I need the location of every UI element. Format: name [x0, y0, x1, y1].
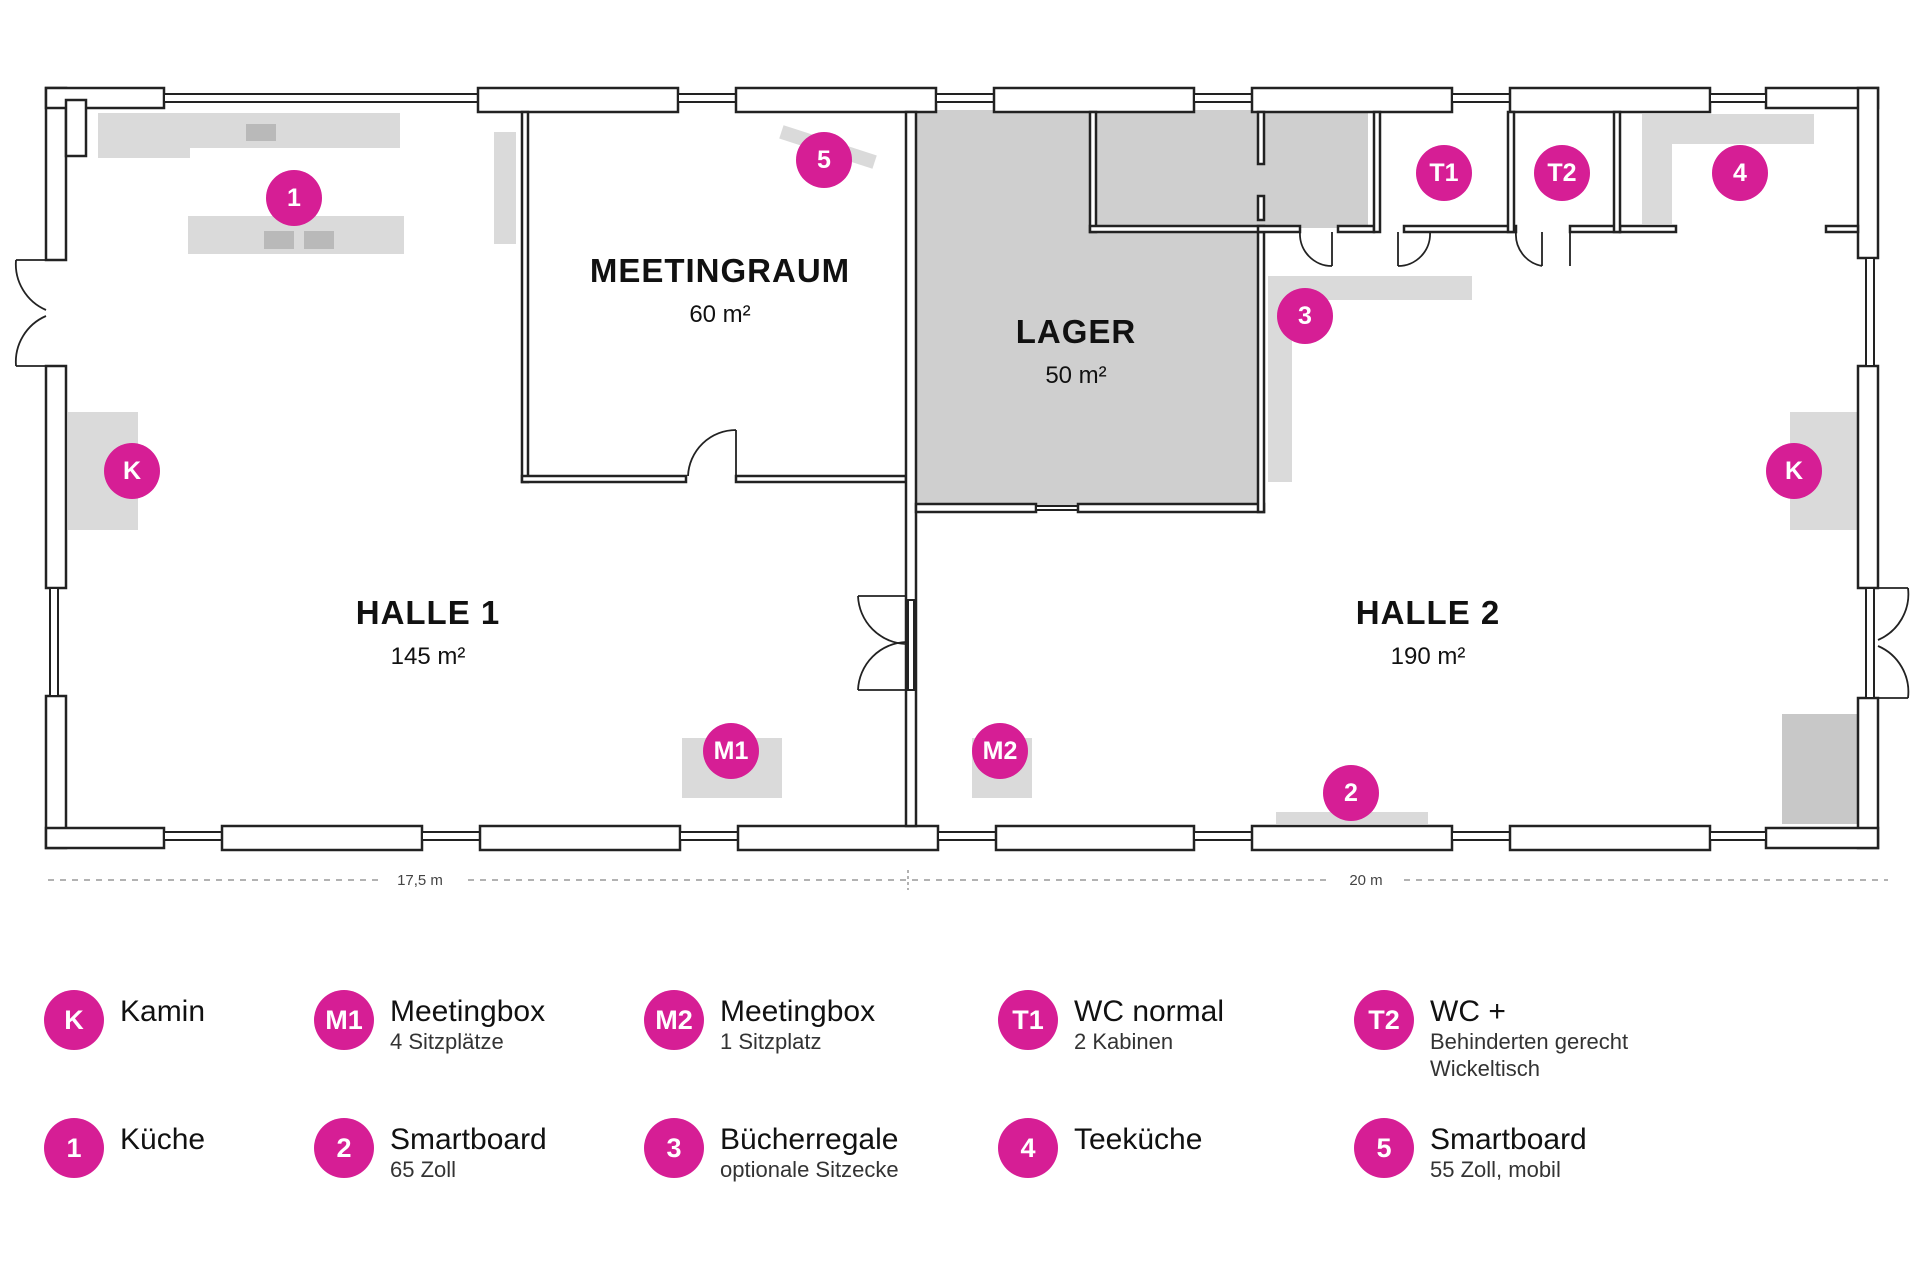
interior-walls [520, 110, 1860, 828]
marker-kamin-right: K [1766, 443, 1822, 499]
room-name-halle1: HALLE 1 [356, 594, 501, 631]
dimension-left: 17,5 m [397, 872, 443, 889]
room-name-halle2: HALLE 2 [1356, 594, 1501, 631]
room-area-halle2: 190 m² [1391, 643, 1466, 670]
legend-subtitle: Behinderten gerecht [1430, 1029, 1629, 1054]
legend-badge: M2 [644, 990, 704, 1050]
marker-m2: M2 [972, 723, 1028, 779]
svg-text:3: 3 [1298, 302, 1312, 330]
room-area-meetingraum: 60 m² [689, 301, 750, 328]
svg-text:5: 5 [817, 146, 831, 174]
top-windows [163, 86, 1767, 114]
legend-subtitle: 55 Zoll, mobil [1430, 1157, 1561, 1182]
legend-item-m1: M1 Meetingbox 4 Sitzplätze [314, 990, 545, 1055]
legend-title: Küche [120, 1123, 206, 1156]
marker-kueche: 1 [266, 170, 322, 226]
marker-t2: T2 [1534, 145, 1590, 201]
bottom-windows [163, 824, 1767, 852]
legend-title: Smartboard [390, 1123, 547, 1156]
marker-smartboard65: 2 [1323, 765, 1379, 821]
room-name-lager: LAGER [1016, 313, 1137, 350]
legend-badge: 2 [314, 1118, 374, 1178]
legend-title: Teeküche [1074, 1123, 1203, 1156]
legend-badge: 1 [44, 1118, 104, 1178]
legend-badge: 4 [998, 1118, 1058, 1178]
legend-title: Bücherregale [720, 1123, 899, 1156]
legend-item-smartboard65: 2 Smartboard 65 Zoll [314, 1118, 547, 1183]
dimension-right: 20 m [1349, 872, 1382, 889]
room-name-meetingraum: MEETINGRAUM [590, 252, 850, 289]
legend-item-smartboard55: 5 Smartboard 55 Zoll, mobil [1354, 1118, 1587, 1183]
svg-text:M1: M1 [714, 737, 749, 765]
svg-text:K: K [123, 457, 141, 485]
legend-badge: M1 [314, 990, 374, 1050]
room-area-lager: 50 m² [1045, 362, 1106, 389]
side-windows [49, 257, 1875, 699]
legend-title: WC + [1430, 995, 1506, 1028]
svg-text:1: 1 [287, 184, 301, 212]
legend-item-kamin: K Kamin [44, 990, 205, 1050]
legend-title: Meetingbox [390, 995, 546, 1028]
legend-badge: 3 [644, 1118, 704, 1178]
marker-buecherregale: 3 [1277, 288, 1333, 344]
dimension-line [48, 870, 1888, 890]
doors [14, 231, 1910, 699]
legend-subtitle: Wickeltisch [1430, 1056, 1541, 1081]
legend-badge: T2 [1354, 990, 1414, 1050]
legend-title: Meetingbox [720, 995, 876, 1028]
legend-badge: K [44, 990, 104, 1050]
svg-text:T2: T2 [1547, 159, 1576, 187]
marker-smartboard55: 5 [796, 132, 852, 188]
legend-subtitle: 4 Sitzplätze [390, 1029, 504, 1054]
legend-item-kueche: 1 Küche [44, 1118, 205, 1178]
svg-text:2: 2 [1344, 779, 1358, 807]
legend-subtitle: 2 Kabinen [1074, 1029, 1174, 1054]
outer-walls [44, 86, 1880, 850]
svg-text:4: 4 [1733, 159, 1747, 187]
legend-badge: T1 [998, 990, 1058, 1050]
legend: K Kamin M1 Meetingbox 4 Sitzplätze M2 Me… [0, 990, 1920, 1230]
marker-m1: M1 [703, 723, 759, 779]
legend-title: Smartboard [1430, 1123, 1587, 1156]
svg-text:M2: M2 [983, 737, 1018, 765]
legend-badge: 5 [1354, 1118, 1414, 1178]
room-area-halle1: 145 m² [391, 643, 466, 670]
svg-text:K: K [1785, 457, 1803, 485]
legend-title: Kamin [120, 995, 206, 1028]
legend-item-t1: T1 WC normal 2 Kabinen [998, 990, 1224, 1055]
legend-item-t2: T2 WC + Behinderten gerecht Wickeltisch [1354, 990, 1628, 1082]
marker-t1: T1 [1416, 145, 1472, 201]
legend-item-buecherregale: 3 Bücherregale optionale Sitzecke [644, 1118, 899, 1183]
marker-kamin-left: K [104, 443, 160, 499]
legend-item-teekueche: 4 Teeküche [998, 1118, 1202, 1178]
legend-subtitle: 1 Sitzplatz [720, 1029, 822, 1054]
marker-teekueche: 4 [1712, 145, 1768, 201]
legend-item-m2: M2 Meetingbox 1 Sitzplatz [644, 990, 875, 1055]
legend-subtitle: optionale Sitzecke [720, 1157, 899, 1182]
legend-subtitle: 65 Zoll [390, 1157, 457, 1182]
svg-text:T1: T1 [1429, 159, 1458, 187]
legend-title: WC normal [1074, 995, 1225, 1028]
